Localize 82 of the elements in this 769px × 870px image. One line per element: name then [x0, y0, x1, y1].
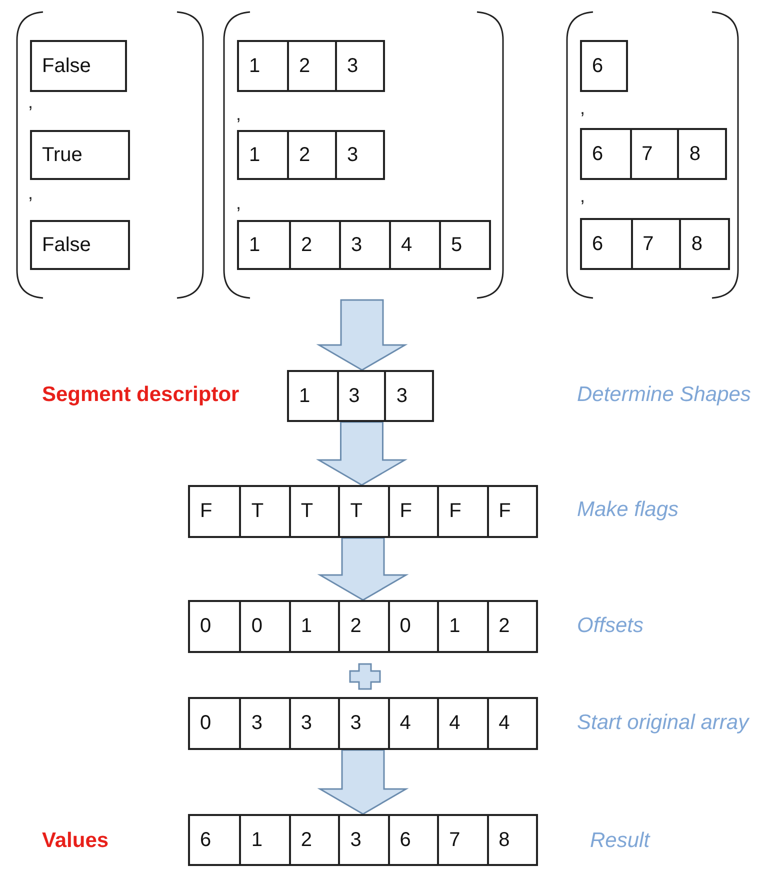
array-cell: F: [190, 487, 240, 536]
block-arrow: [317, 537, 409, 601]
array: [287, 370, 434, 422]
array-cell: 6: [582, 220, 631, 268]
step-label: Determine Shapes: [577, 383, 751, 407]
array-cell: 1: [239, 816, 289, 864]
array-cell: 0: [190, 699, 240, 748]
array-cell: 3: [288, 699, 338, 748]
array-cell: 3: [239, 699, 289, 748]
array-cell: 1: [239, 132, 287, 178]
array: [188, 600, 538, 653]
array-cell: 3: [336, 372, 384, 420]
array-cell: 6: [388, 816, 438, 864]
array-cell: 7: [630, 220, 680, 268]
array-cell: 3: [335, 42, 383, 90]
parenthesized-list: [222, 10, 505, 300]
array: [188, 697, 538, 750]
array: [580, 218, 730, 270]
comma: ,: [28, 183, 34, 204]
array-cell: 3: [339, 222, 389, 268]
array-cell: 4: [437, 699, 487, 748]
array-cell: 6: [582, 130, 630, 178]
array-cell: False: [30, 220, 130, 270]
array-cell: 8: [677, 130, 725, 178]
array-cell: 7: [630, 130, 678, 178]
array: [188, 814, 538, 866]
array-cell: 1: [289, 372, 337, 420]
array-cell: 5: [439, 222, 489, 268]
array-cell: 2: [338, 602, 388, 651]
array-cell: T: [288, 487, 338, 536]
comma: ,: [580, 186, 586, 207]
step-label: Offsets: [577, 614, 644, 638]
step-label: Start original array: [577, 711, 749, 735]
comma: ,: [28, 92, 34, 113]
array-cell: 0: [190, 602, 240, 651]
row-heading: Segment descriptor: [42, 383, 240, 407]
array-cell: F: [388, 487, 438, 536]
array-cell: 6: [190, 816, 240, 864]
array-cell: False: [30, 40, 127, 92]
array-cell: 8: [486, 816, 536, 864]
array-cell: T: [239, 487, 289, 536]
array-cell: 4: [486, 699, 536, 748]
row-heading: Values: [42, 829, 109, 853]
array-cell: F: [437, 487, 487, 536]
block-arrow: [316, 299, 408, 371]
array-cell: 0: [388, 602, 438, 651]
array: [237, 40, 385, 92]
array-cell: T: [338, 487, 388, 536]
parenthesized-list: [565, 10, 740, 300]
array-cell: 0: [239, 602, 289, 651]
block-arrow: [317, 749, 409, 815]
array-cell: True: [30, 130, 130, 180]
comma: ,: [236, 193, 242, 214]
array-cell: 4: [388, 699, 438, 748]
array-cell: 8: [679, 220, 728, 268]
array-cell: 3: [384, 372, 432, 420]
step-label: Result: [590, 829, 650, 853]
array: [580, 128, 727, 180]
array-cell: 6: [580, 40, 628, 92]
array-cell: 2: [287, 132, 335, 178]
array-cell: 1: [239, 222, 289, 268]
array: [237, 220, 491, 270]
array-cell: 2: [486, 602, 536, 651]
comma: ,: [580, 98, 586, 119]
parenthesized-list: [15, 10, 205, 300]
array-cell: 1: [288, 602, 338, 651]
array-cell: 1: [239, 42, 287, 90]
step-label: Make flags: [577, 498, 679, 522]
array-cell: 3: [338, 816, 388, 864]
array-cell: 3: [335, 132, 383, 178]
block-arrow: [316, 421, 408, 486]
array-cell: 3: [338, 699, 388, 748]
array-cell: 2: [287, 42, 335, 90]
comma: ,: [236, 104, 242, 125]
array: [237, 130, 385, 180]
array: [188, 485, 538, 538]
array-cell: 2: [288, 816, 338, 864]
array-cell: 4: [389, 222, 439, 268]
array-cell: 2: [289, 222, 339, 268]
array-cell: 1: [437, 602, 487, 651]
array-cell: F: [486, 487, 536, 536]
array-cell: 7: [437, 816, 487, 864]
